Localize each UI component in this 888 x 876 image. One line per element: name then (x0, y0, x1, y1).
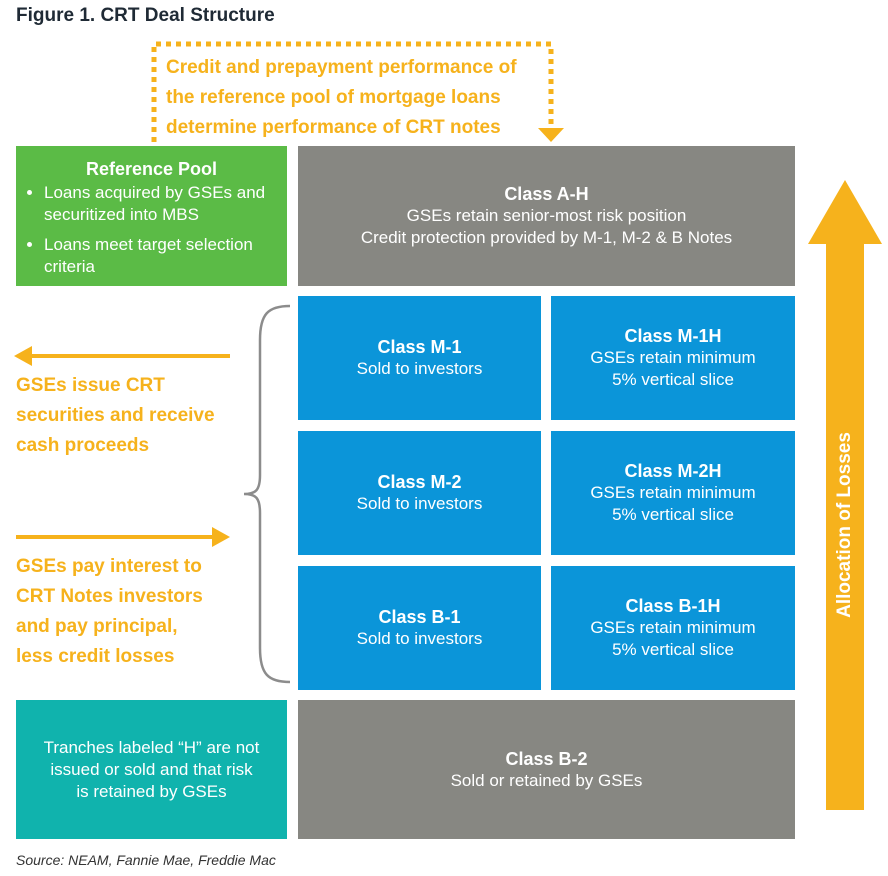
tranche-title: Class M-2 (377, 472, 462, 492)
tranche-line: Sold to investors (356, 629, 483, 648)
top-note-line: Credit and prepayment performance of (166, 57, 517, 78)
tranche-box-b1h: Class B-1H GSEs retain minimum 5% vertic… (551, 566, 795, 690)
left-note-line: GSEs issue CRT (16, 375, 165, 396)
reference-pool-bullet: Loans meet target selection criteria (44, 234, 273, 278)
top-note: Credit and prepayment performance of the… (166, 53, 556, 143)
tranche-title: Class B-1H (625, 596, 721, 616)
arrow-left-icon (14, 346, 230, 366)
h-note-line: issued or sold and that risk (50, 759, 253, 779)
tranche-line: 5% vertical slice (612, 505, 734, 524)
left-note-line: securities and receive (16, 405, 215, 426)
class-ah-box: Class A-H GSEs retain senior-most risk p… (298, 146, 795, 286)
tranche-title: Class M-1 (377, 337, 462, 357)
curly-brace (243, 304, 291, 684)
allocation-of-losses-arrow (808, 180, 882, 810)
left-note-line: cash proceeds (16, 435, 150, 456)
tranche-box-m2h: Class M-2H GSEs retain minimum 5% vertic… (551, 431, 795, 555)
h-note-line: Tranches labeled “H” are not (43, 737, 260, 757)
reference-pool-box: Reference Pool Loans acquired by GSEs an… (16, 146, 287, 286)
tranche-title: Class M-1H (624, 326, 722, 346)
reference-pool-bullet: Loans acquired by GSEs and securitized i… (44, 182, 273, 226)
left-note-line: less credit losses (16, 646, 175, 667)
tranche-title: Class B-1 (378, 607, 461, 627)
allocation-of-losses-label: Allocation of Losses (834, 432, 855, 618)
source-note: Source: NEAM, Fannie Mae, Freddie Mac (16, 852, 276, 868)
top-note-line: the reference pool of mortgage loans (166, 87, 501, 108)
dotted-connector-arrow (151, 41, 564, 142)
left-note-line: CRT Notes investors (16, 586, 203, 607)
tranche-box-m1h: Class M-1H GSEs retain minimum 5% vertic… (551, 296, 795, 420)
left-note-line: GSEs pay interest to (16, 556, 202, 577)
reference-pool-title: Reference Pool (85, 159, 218, 179)
tranche-line: GSEs retain minimum (590, 618, 756, 637)
reference-pool-bullets: Loans acquired by GSEs and securitized i… (30, 182, 273, 286)
h-tranche-note-box: Tranches labeled “H” are not issued or s… (16, 700, 287, 839)
tranche-box-b1: Class B-1 Sold to investors (298, 566, 541, 690)
top-note-line: determine performance of CRT notes (166, 117, 501, 138)
left-note-line: and pay principal, (16, 616, 178, 637)
tranche-box-m1: Class M-1 Sold to investors (298, 296, 541, 420)
figure-title: Figure 1. CRT Deal Structure (16, 5, 275, 26)
arrow-right-icon (16, 527, 230, 547)
tranche-line: Sold to investors (356, 494, 483, 513)
left-note-pay: GSEs pay interest to CRT Notes investors… (16, 552, 246, 672)
class-ah-title: Class A-H (504, 184, 589, 204)
h-note-line: is retained by GSEs (76, 781, 227, 801)
tranche-title: Class M-2H (624, 461, 722, 481)
tranche-line: GSEs retain minimum (590, 348, 756, 367)
class-ah-line: GSEs retain senior-most risk position (406, 206, 687, 225)
left-note-issue: GSEs issue CRT securities and receive ca… (16, 371, 246, 461)
tranche-line: 5% vertical slice (612, 370, 734, 389)
brace-and-arrows (14, 304, 291, 684)
class-b2-box: Class B-2 Sold or retained by GSEs (298, 700, 795, 839)
tranche-line: 5% vertical slice (612, 640, 734, 659)
tranche-line: Sold to investors (356, 359, 483, 378)
tranche-box-m2: Class M-2 Sold to investors (298, 431, 541, 555)
class-ah-line: Credit protection provided by M-1, M-2 &… (360, 228, 733, 247)
tranche-line: GSEs retain minimum (590, 483, 756, 502)
class-b2-title: Class B-2 (505, 748, 588, 769)
class-b2-line: Sold or retained by GSEs (450, 770, 643, 790)
